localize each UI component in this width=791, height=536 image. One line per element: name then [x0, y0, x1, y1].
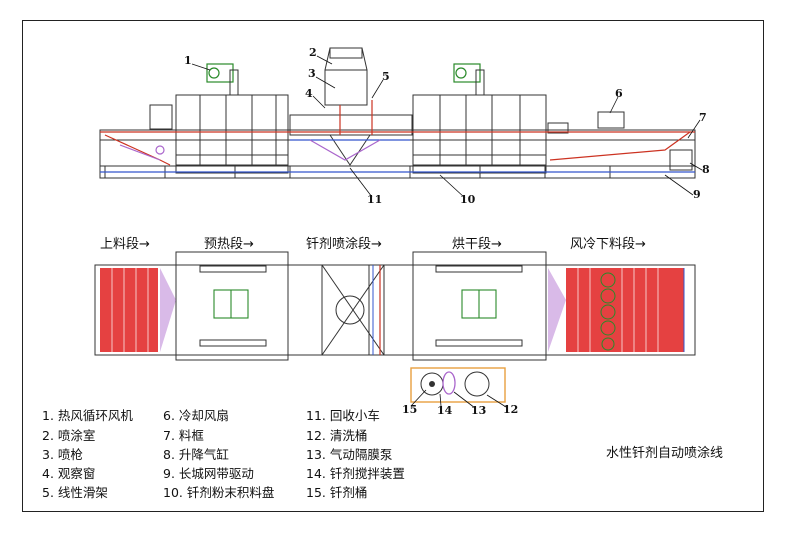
plan-blue — [372, 265, 685, 355]
plan-outline — [94, 264, 696, 356]
legend-item: 7. 料框 — [163, 428, 204, 443]
spray-booth-plan — [321, 264, 385, 356]
callout-10: 10 — [460, 193, 476, 206]
legend-item: 11. 回收小车 — [306, 408, 380, 423]
callout-5: 5 — [382, 70, 390, 83]
section-label-preheat: 预热段→ — [204, 237, 254, 252]
callout-4: 4 — [305, 87, 313, 100]
loading-box — [149, 104, 173, 130]
diagram-frame — [22, 20, 764, 512]
legend-item: 8. 升降气缸 — [163, 447, 229, 462]
callout-6: 6 — [615, 87, 623, 100]
section-label-cooling: 风冷下料段→ — [570, 237, 646, 252]
legend-item: 14. 钎剂搅拌装置 — [306, 466, 405, 481]
spray-gun-plan — [335, 295, 365, 325]
callout-7: 7 — [699, 111, 707, 124]
section-label-loading: 上料段→ — [100, 237, 150, 252]
conveyor-frame — [99, 129, 696, 179]
lift-cylinder-8 — [669, 149, 693, 171]
fan-icon — [206, 63, 234, 83]
legend-item: 5. 线性滑架 — [42, 485, 108, 500]
callout-8: 8 — [702, 163, 710, 176]
legend-item: 9. 长城网带驱动 — [163, 466, 254, 481]
legend-item: 1. 热风循环风机 — [42, 408, 133, 423]
cooling-mesh — [566, 268, 684, 352]
side-view — [99, 47, 696, 179]
section-label-drying: 烘干段→ — [452, 237, 502, 252]
callout-12: 12 — [503, 403, 519, 416]
legend-item: 13. 气动隔膜泵 — [306, 447, 393, 462]
fan-icon — [453, 63, 481, 83]
tank-group — [410, 367, 506, 403]
legend-item: 12. 清洗桶 — [306, 428, 368, 443]
legend-item: 6. 冷却风扇 — [163, 408, 229, 423]
diagram-title: 水性钎剂自动喷涂线 — [606, 446, 724, 461]
spray-chamber — [324, 69, 368, 106]
callout-leaders — [191, 55, 703, 199]
cooling-box-left — [547, 122, 569, 134]
callout-14: 14 — [437, 404, 453, 417]
cooling-fan-6 — [597, 111, 625, 129]
callout-2: 2 — [309, 46, 317, 59]
tank-leaders — [410, 389, 507, 409]
legend-item: 10. 钎剂粉末积料盘 — [163, 485, 275, 500]
belt-red — [100, 100, 695, 166]
spray-booth-side — [289, 114, 413, 136]
section-label-spray: 钎剂喷涂段→ — [306, 237, 382, 252]
callout-3: 3 — [308, 67, 316, 80]
loading-mesh — [100, 268, 158, 352]
circulation-fans — [206, 63, 481, 83]
callout-13: 13 — [471, 404, 487, 417]
recovery-hopper — [329, 134, 371, 166]
callout-1: 1 — [184, 54, 192, 67]
legend-item: 2. 喷涂室 — [42, 428, 96, 443]
legend-item: 4. 观察窗 — [42, 466, 96, 481]
plan-view — [94, 251, 696, 361]
drying-oven-plan — [412, 251, 547, 361]
preheat-oven-plan — [175, 251, 289, 361]
legend-item: 15. 钎剂桶 — [306, 485, 368, 500]
callout-15: 15 — [402, 403, 418, 416]
belt-blue — [100, 139, 695, 173]
callout-11: 11 — [367, 193, 383, 206]
legend-item: 3. 喷枪 — [42, 447, 83, 462]
callout-9: 9 — [693, 188, 701, 201]
fan-plan — [213, 289, 497, 319]
